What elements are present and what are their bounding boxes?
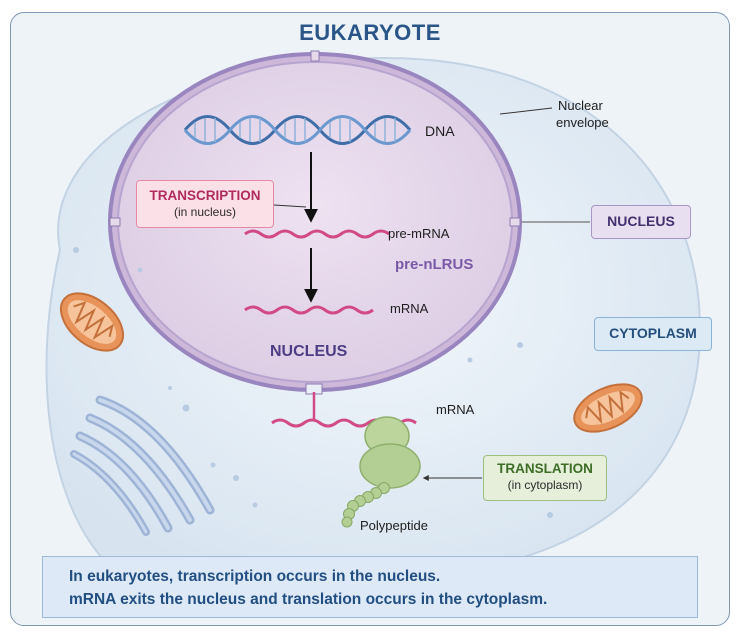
polypeptide-chain-icon xyxy=(341,482,390,528)
summary-line-2: mRNA exits the nucleus and translation o… xyxy=(69,591,548,608)
dna-label: DNA xyxy=(425,123,455,139)
translation-title: TRANSLATION xyxy=(497,461,593,476)
nucleus-box: NUCLEUS xyxy=(591,205,691,239)
translation-box: TRANSLATION (in cytoplasm) xyxy=(483,455,607,501)
cytoplasm-box: CYTOPLASM xyxy=(594,317,712,351)
vesicles xyxy=(73,247,553,518)
nucleus-center-label: NUCLEUS xyxy=(270,343,348,360)
diagram-title: EUKARYOTE xyxy=(299,20,441,45)
nuclear-envelope-label-line1: Nuclear xyxy=(558,98,603,113)
mrna-nucleus-label: mRNA xyxy=(390,301,429,316)
mrna-cytoplasm-label: mRNA xyxy=(436,402,475,417)
pre-mrna-strand xyxy=(244,229,390,239)
summary-line-1: In eukaryotes, transcription occurs in t… xyxy=(69,568,441,585)
pre-mrna-label: pre-mRNA xyxy=(388,226,450,241)
nuclear-envelope-label-line2: envelope xyxy=(556,115,609,130)
transcription-subtitle: (in nucleus) xyxy=(173,205,237,219)
dna-helix-icon xyxy=(183,115,412,145)
ribosome-icon xyxy=(359,416,421,489)
summary-box: In eukaryotes, transcription occurs in t… xyxy=(42,556,698,618)
translation-subtitle: (in cytoplasm) xyxy=(507,478,583,492)
mitochondrion-icon xyxy=(60,292,124,352)
mrna-strand-nucleus xyxy=(244,305,374,315)
transcription-box: TRANSCRIPTION (in nucleus) xyxy=(136,180,274,228)
envelope-pointer-line xyxy=(499,107,553,115)
mitochondrion-icon xyxy=(573,383,643,433)
transcription-pointer-line xyxy=(273,204,307,208)
polypeptide-label: Polypeptide xyxy=(360,518,428,533)
transcription-title: TRANSCRIPTION xyxy=(149,188,261,203)
garbled-label: pre-nLRUS xyxy=(395,256,474,273)
golgi-apparatus-icon xyxy=(70,395,215,536)
